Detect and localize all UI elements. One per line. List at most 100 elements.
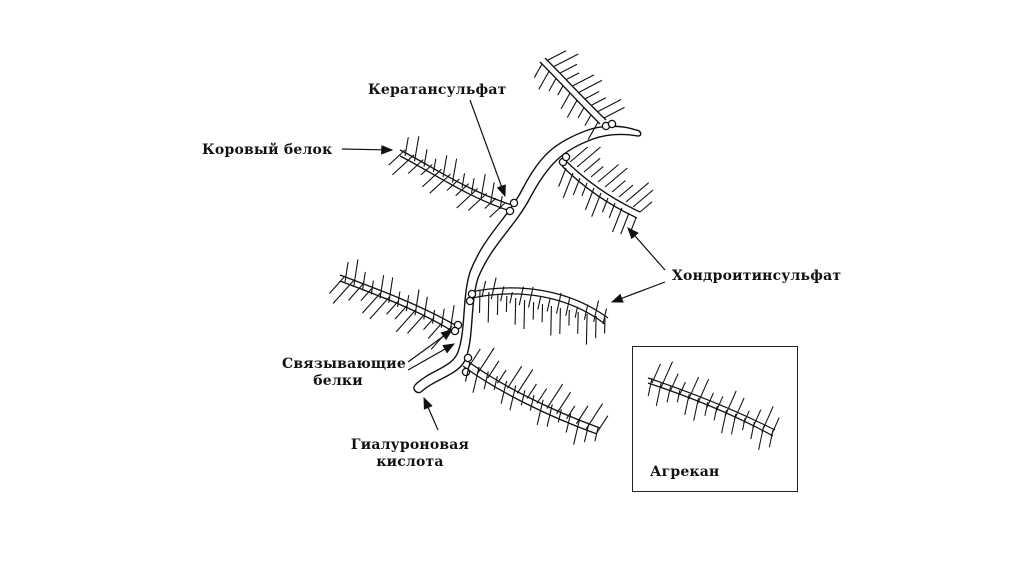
side-chain-stroke (626, 183, 649, 202)
label-hyaluronic-line1: Гиалуроновая (348, 437, 472, 454)
side-chain-stroke (490, 203, 506, 217)
side-chain-stroke (527, 384, 536, 399)
side-chain-stroke (595, 428, 598, 441)
side-chain-stroke (517, 369, 533, 393)
side-chain-stroke (548, 51, 566, 60)
side-chain-stroke (631, 218, 636, 231)
label-link-proteins: Связывающие белки (282, 356, 394, 390)
side-chain-stroke (370, 297, 390, 319)
side-chain-stroke (415, 290, 419, 316)
side-chain-stroke (539, 71, 549, 89)
side-chain-stroke (363, 272, 366, 290)
side-chain-stroke (563, 173, 573, 198)
side-chain-stroke (515, 298, 516, 325)
side-chain-stroke (559, 168, 566, 187)
side-chain-stroke (361, 289, 372, 301)
side-chain-stroke (633, 190, 653, 207)
side-chain-stroke (561, 93, 570, 109)
side-chain-stroke (453, 159, 457, 183)
side-chain-stroke (557, 392, 571, 414)
side-chain-stroke (605, 168, 627, 187)
label-core-protein: Коровый белок (202, 142, 332, 159)
link-protein-nodule (608, 120, 615, 127)
side-chain-stroke (573, 75, 594, 86)
side-chain-stroke (591, 167, 603, 177)
label-link-proteins-line1: Связывающие (282, 356, 394, 373)
side-chain-stroke (575, 307, 577, 318)
link-protein-nodule (510, 199, 517, 206)
side-chain-stroke (551, 306, 552, 336)
side-chain-stroke (333, 280, 354, 303)
side-chain-stroke (524, 300, 525, 329)
arrow-core-protein (342, 149, 392, 150)
side-chain-stroke (578, 312, 579, 334)
side-chain-stroke (519, 287, 523, 306)
link-protein-nodule (562, 153, 569, 160)
side-chain-stroke (577, 147, 601, 167)
side-chain-stroke (443, 155, 447, 177)
side-chain-stroke (345, 262, 348, 282)
side-chain-stroke (468, 193, 487, 210)
side-chain-stroke (538, 297, 541, 309)
link-protein-nodule (464, 354, 471, 361)
side-chain-stroke (621, 213, 629, 234)
side-chain-stroke (387, 301, 399, 314)
side-chain-stroke (598, 165, 619, 183)
side-chain-stroke (585, 115, 591, 126)
side-chain-stroke (619, 185, 633, 197)
core-protein-top-right (545, 58, 606, 120)
side-chain-stroke (395, 305, 407, 319)
side-chain-stroke (488, 292, 489, 323)
link-protein-nodules (451, 120, 615, 375)
side-chain-stroke (480, 290, 481, 313)
side-chain-stroke (549, 79, 556, 92)
side-chain-stroke (534, 64, 542, 78)
label-hyaluronic-acid: Гиалуроновая кислота (348, 437, 472, 471)
core-protein-top-left (400, 150, 512, 205)
label-aggrecan: Агрекан (650, 464, 720, 481)
side-chain-stroke (612, 181, 626, 193)
side-chain-stroke (604, 107, 625, 118)
side-chain-stroke (537, 389, 547, 404)
side-chain-stroke (585, 188, 594, 210)
side-chain-stroke (530, 395, 534, 411)
side-chain-stroke (558, 86, 563, 95)
side-chain-stroke (596, 416, 608, 434)
side-chain-stroke (396, 309, 416, 332)
side-chain-stroke (428, 322, 443, 339)
side-chain-stroke (579, 80, 602, 92)
side-chain-stroke (585, 92, 599, 99)
side-chain-stroke (592, 193, 601, 217)
side-chain-stroke (547, 299, 550, 312)
side-chain-stroke (547, 384, 563, 408)
arrow-keratan (470, 100, 505, 196)
side-chain-stroke (560, 64, 577, 73)
arrow-hyaluronic (424, 398, 438, 430)
label-chondroitin-sulfate: Хондроитинсульфат (672, 268, 841, 285)
side-chain-stroke (554, 54, 578, 66)
side-chain-stroke (613, 208, 623, 232)
core-protein-left-middle (340, 275, 455, 325)
side-chain-stroke (380, 275, 384, 299)
side-chain-stroke (588, 122, 598, 140)
side-chain-stroke (573, 178, 580, 195)
side-chain-stroke (586, 314, 587, 345)
side-chain-stroke (596, 316, 597, 338)
side-chain-stroke (478, 348, 494, 373)
side-chain-stroke (507, 366, 521, 388)
side-chain-stroke (567, 100, 577, 117)
side-chain-stroke (488, 361, 499, 378)
link-protein-nodule (468, 290, 475, 297)
side-chain-stroke (598, 100, 621, 112)
side-chain-stroke (389, 277, 393, 302)
link-protein-nodule (506, 207, 513, 214)
label-keratan-sulfate: Кератансульфат (368, 82, 507, 99)
side-chain-stroke (433, 310, 435, 324)
side-chain-stroke (415, 136, 419, 161)
hyaluronic-acid-backbone (414, 126, 641, 392)
arrow-chondroitin-upper (628, 228, 665, 270)
side-chain-stroke (584, 158, 600, 172)
side-chain-stroke (560, 308, 561, 334)
side-chain-stroke (473, 367, 479, 393)
